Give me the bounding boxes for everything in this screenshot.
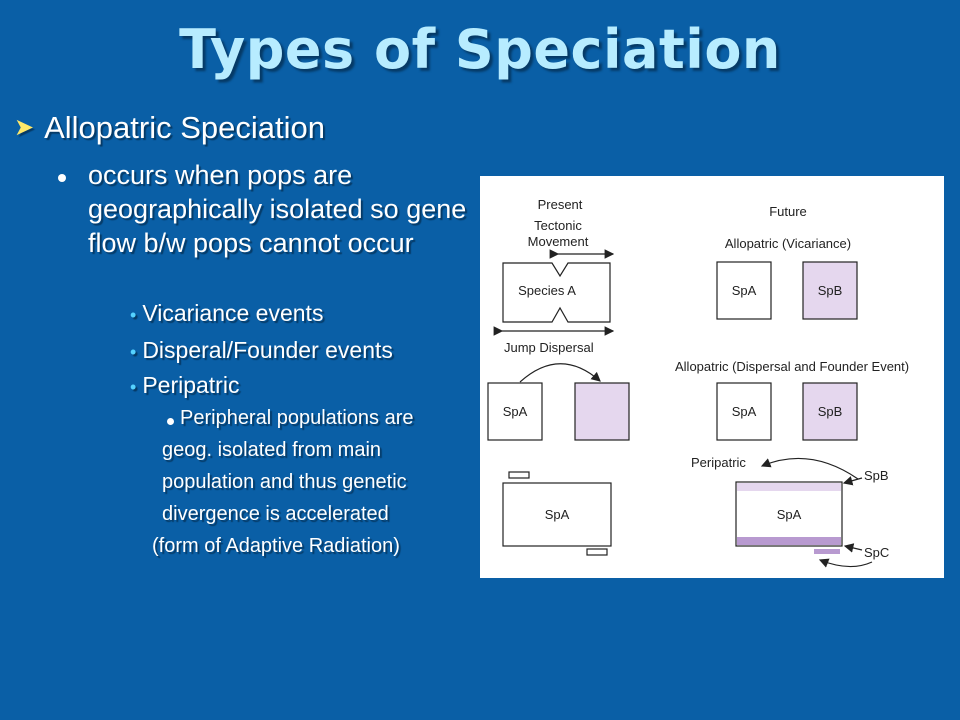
label-allopatric-vicariance: Allopatric (Vicariance) (725, 236, 851, 251)
speciation-diagram: Present Tectonic Movement Species A Jump… (480, 176, 944, 578)
spb-pointer (842, 476, 863, 486)
spa-box-peripatric (735, 481, 843, 547)
peripatric-line-3: population and thus genetic (162, 471, 407, 493)
sub-bullet-vicariance-text: Vicariance events (142, 300, 324, 326)
peripatric-band-bottom (737, 537, 841, 545)
peripatric-patch-bottom (814, 549, 840, 554)
bullet-allopatric: ➤ Allopatric Speciation (14, 110, 325, 146)
peripatric-line-1: Peripheral populations are (180, 407, 414, 429)
spa-box-peripheral (502, 482, 612, 547)
jump-dispersal-arrow (519, 363, 601, 383)
label-spa-peripheral: SpA (545, 507, 570, 522)
label-present: Present (538, 197, 583, 212)
dot-icon: • (130, 377, 137, 397)
label-spa-vicariance: SpA (732, 283, 757, 298)
sub-bullet-peripatric: •Peripatric (130, 372, 239, 399)
sub-bullet-vicariance: •Vicariance events (130, 300, 323, 327)
label-spa-jump: SpA (503, 404, 528, 419)
label-tectonic: Tectonic (534, 218, 582, 233)
dot-icon: • (130, 342, 137, 362)
slide-title: Types of Speciation (179, 18, 781, 81)
label-spa-peripatric: SpA (777, 507, 802, 522)
label-spc-peripatric: SpC (864, 545, 889, 560)
label-future: Future (769, 204, 807, 219)
label-movement: Movement (528, 234, 589, 249)
spa-box-vicariance (716, 261, 772, 320)
label-spb-dispersal: SpB (818, 404, 843, 419)
peripatric-line-4: divergence is accelerated (162, 503, 389, 525)
bullet-allopatric-text: Allopatric Speciation (44, 110, 325, 145)
spb-box-dispersal (802, 382, 858, 441)
label-peripatric: Peripatric (691, 455, 746, 470)
founder-patch-bottom (586, 548, 608, 556)
species-a-box (502, 262, 611, 323)
label-species-a: Species A (518, 283, 576, 298)
dot-icon: • (130, 305, 137, 325)
peripatric-arrow-top (760, 457, 859, 480)
sub-bullet-dispersal-text: Disperal/Founder events (142, 337, 393, 363)
spc-pointer (843, 543, 863, 553)
spa-box-dispersal (716, 382, 772, 441)
spa-box-jump (487, 382, 543, 441)
bullet-definition: occurs when pops are geographically isol… (58, 158, 468, 260)
arrowhead-icon: ➤ (14, 114, 35, 141)
bullet-definition-text: occurs when pops are geographically isol… (88, 160, 467, 258)
peripatric-arrow-bottom (818, 558, 873, 568)
founder-patch-top (508, 471, 530, 479)
sub-bullet-peripatric-text: Peripatric (142, 372, 240, 398)
dot-icon (58, 174, 66, 182)
peripatric-line-5: (form of Adaptive Radiation) (152, 535, 400, 557)
spb-box-vicariance (802, 261, 858, 320)
label-allopatric-dispersal: Allopatric (Dispersal and Founder Event) (675, 359, 909, 374)
label-spa-dispersal: SpA (732, 404, 757, 419)
sub-bullet-dispersal: •Disperal/Founder events (130, 337, 393, 364)
peripatric-line-2: geog. isolated from main (162, 439, 382, 461)
label-spb-peripatric: SpB (864, 468, 889, 483)
label-spb-vicariance: SpB (818, 283, 843, 298)
peripatric-band-top (737, 483, 841, 491)
spb-box-jump (574, 382, 630, 441)
dot-icon (167, 418, 174, 425)
label-jump-dispersal: Jump Dispersal (504, 340, 594, 355)
